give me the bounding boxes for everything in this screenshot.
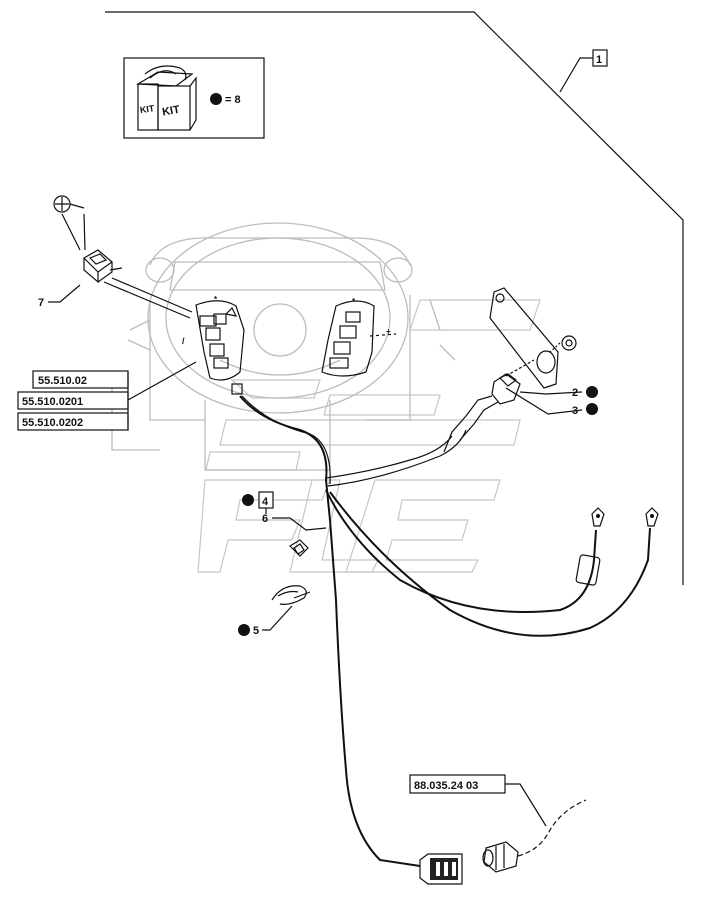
callout-2-dot-icon xyxy=(586,386,598,398)
callout-1: 1 xyxy=(559,49,608,93)
cab-background xyxy=(111,222,456,471)
kit-word-right: KIT xyxy=(161,104,181,119)
callout-2-label: 2 xyxy=(572,387,578,399)
left-switch-pad: * / xyxy=(182,295,245,395)
svg-text:+: + xyxy=(386,327,391,336)
svg-text:*: * xyxy=(214,295,218,304)
connector-reference: 88.035.24 03 xyxy=(414,780,478,792)
callout-4-label: 4 xyxy=(262,496,269,508)
callout-7-label: 7 xyxy=(38,297,44,309)
callout-3-dot-icon xyxy=(586,403,598,415)
wiring-harness xyxy=(239,395,659,867)
reference-2: 55.510.0201 xyxy=(22,396,83,408)
svg-text:*: * xyxy=(352,297,356,306)
bracket-assembly: 2 3 xyxy=(443,287,598,453)
reference-3: 55.510.0202 xyxy=(22,417,83,429)
callout-6-label: 6 xyxy=(262,513,268,525)
callouts-4-6: 4 6 xyxy=(242,491,327,531)
end-connectors: 88.035.24 03 xyxy=(409,774,587,885)
frame-border xyxy=(105,11,684,585)
kit-equals-label: = 8 xyxy=(225,94,241,106)
kit-dot-icon xyxy=(210,93,222,105)
right-switch-pad: * + xyxy=(321,297,397,377)
kit-word-left: KIT xyxy=(139,103,155,115)
reference-1: 55.510.02 xyxy=(38,375,87,387)
part-7-switch: 7 xyxy=(38,195,193,319)
watermark xyxy=(197,299,541,573)
callout-4-dot-icon xyxy=(242,494,254,506)
callout-1-label: 1 xyxy=(596,54,602,66)
kit-panel: KIT KIT = 8 xyxy=(123,57,265,139)
reference-boxes: 55.510.02 55.510.0201 55.510.0202 xyxy=(17,361,197,431)
callout-5-dot-icon xyxy=(238,624,250,636)
part-5-cable-tie: 5 xyxy=(238,585,311,637)
callout-3-label: 3 xyxy=(572,405,578,417)
svg-text:/: / xyxy=(182,336,185,346)
callout-5-label: 5 xyxy=(253,625,259,637)
